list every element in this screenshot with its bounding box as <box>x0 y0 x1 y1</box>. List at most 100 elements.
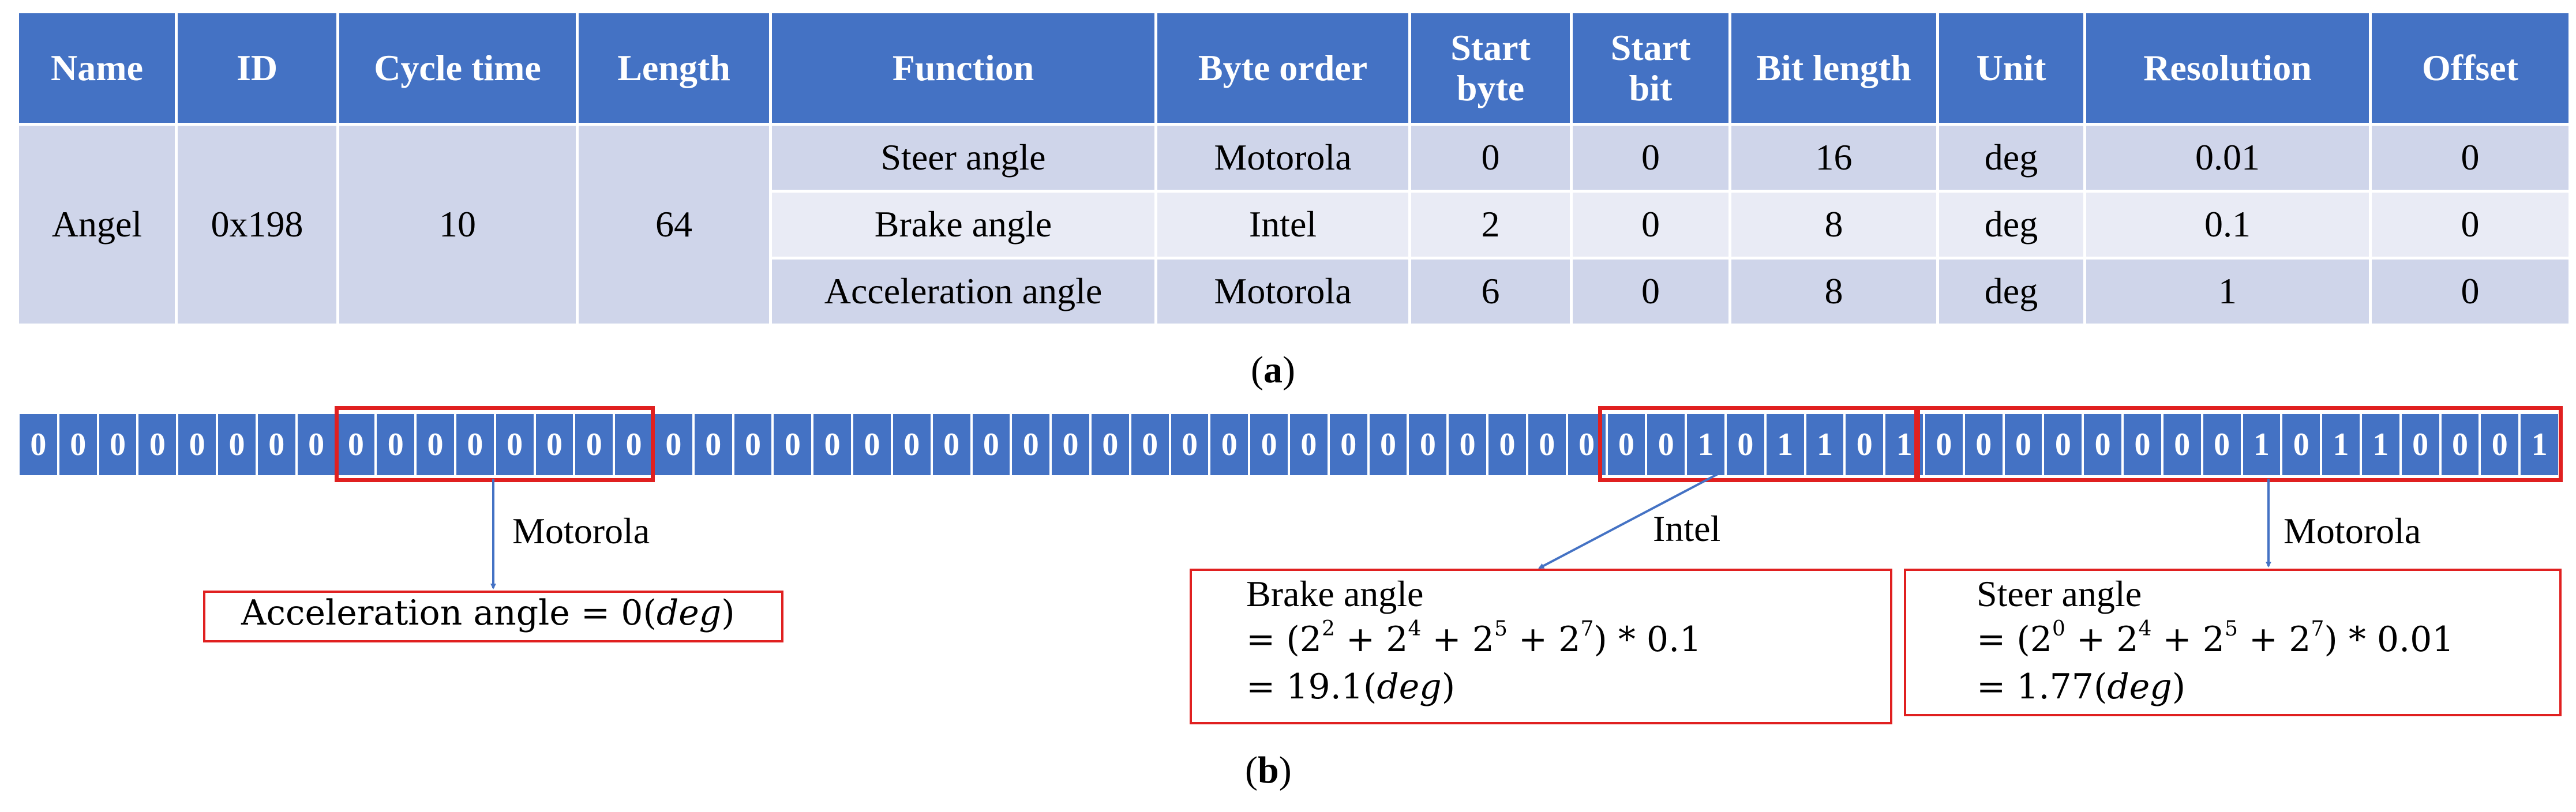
steer-title: Steer angle <box>1977 573 2142 614</box>
cell-start-bit: 0 <box>1570 123 1731 193</box>
bit-cell: 1 <box>1806 414 1846 475</box>
bit-cell: 0 <box>417 414 456 475</box>
cell-function: Steer angle <box>769 123 1157 193</box>
steer-result: = 1.77(deg) <box>1977 667 2186 707</box>
bit-cell: 0 <box>1449 414 1489 475</box>
steer-result-box <box>1904 569 2562 716</box>
bit-cell: 0 <box>178 414 219 475</box>
bit-cell: 0 <box>615 414 655 475</box>
brake-byte-order-label: Intel <box>1653 508 1721 549</box>
cell-start-bit: 0 <box>1570 190 1731 260</box>
caption-a: (a) <box>1251 349 1295 391</box>
bit-cell: 0 <box>1488 414 1528 475</box>
header-offset: Offset <box>2369 10 2571 126</box>
bit-cell: 0 <box>218 414 258 475</box>
cell-unit: deg <box>1936 190 2086 260</box>
table-row: Angel 0x198 10 64 Steer angle Motorola 0… <box>16 123 2571 326</box>
bit-cell: 0 <box>2084 414 2124 475</box>
brake-result: = 19.1(deg) <box>1246 667 1456 707</box>
bit-cell: 0 <box>932 414 973 475</box>
bit-cell: 0 <box>1528 414 1568 475</box>
cell-resolution: 1 <box>2083 257 2372 326</box>
bit-cell: 0 <box>813 414 854 475</box>
bit-cell: 0 <box>1607 414 1648 475</box>
bit-cell: 0 <box>1329 414 1370 475</box>
cell-resolution: 0.1 <box>2083 190 2372 260</box>
can-signal-table: Name ID Cycle time Length Function Byte … <box>16 10 2571 326</box>
header-id: ID <box>175 10 339 126</box>
bit-cell: 1 <box>2521 414 2558 475</box>
bit-cell: 0 <box>297 414 338 475</box>
header-unit: Unit <box>1936 10 2086 126</box>
bit-cell: 0 <box>99 414 139 475</box>
cell-function: Acceleration angle <box>769 257 1157 326</box>
steer-byte-order-label: Motorola <box>2283 510 2421 551</box>
brake-title: Brake angle <box>1246 573 1424 614</box>
acceleration-byte-highlight <box>335 406 655 482</box>
bit-cell: 0 <box>1290 414 1330 475</box>
cell-start-byte: 6 <box>1408 257 1573 326</box>
cell-bit-length: 16 <box>1728 123 1939 193</box>
cell-start-byte: 2 <box>1408 190 1573 260</box>
bit-cell: 0 <box>377 414 417 475</box>
bit-cell: 0 <box>1250 414 1290 475</box>
cell-bit-length: 8 <box>1728 257 1939 326</box>
header-byte-order: Byte order <box>1154 10 1411 126</box>
bit-cell: 0 <box>1171 414 1211 475</box>
cell-resolution: 0.01 <box>2083 123 2372 193</box>
cell-start-byte: 0 <box>1408 123 1573 193</box>
bit-cell: 1 <box>1687 414 1727 475</box>
header-start-byte: Start byte <box>1408 10 1573 126</box>
cell-unit: deg <box>1936 123 2086 193</box>
bit-cell: 0 <box>2044 414 2084 475</box>
cell-byte-order: Motorola <box>1154 257 1411 326</box>
table-row: Brake angle Intel 2 0 8 deg 0.1 0 <box>18 190 2571 260</box>
cell-name: Angel <box>16 123 178 326</box>
cell-cycle-time: 10 <box>336 123 579 326</box>
bit-cell: 0 <box>2163 414 2203 475</box>
cell-unit: deg <box>1936 257 2086 326</box>
bit-cell: 0 <box>2203 414 2243 475</box>
cell-offset: 0 <box>2369 190 2571 260</box>
bit-cell: 0 <box>2124 414 2163 475</box>
steer-formula: = (20 + 24 + 25 + 27) * 0.01 <box>1977 617 2454 660</box>
bit-cell: 1 <box>1766 414 1806 475</box>
bit-cell: 0 <box>1647 414 1688 475</box>
bit-cell: 0 <box>456 414 496 475</box>
bit-cell: 0 <box>496 414 536 475</box>
bit-cell: 0 <box>1131 414 1171 475</box>
cell-byte-order: Motorola <box>1154 123 1411 193</box>
acceleration-result-box <box>203 591 783 642</box>
bit-cell: 1 <box>2322 414 2362 475</box>
bit-cell: 1 <box>2243 414 2283 475</box>
table-header-row: Name ID Cycle time Length Function Byte … <box>16 10 2571 126</box>
caption-b-letter: b <box>1257 749 1279 791</box>
steer-bytes-highlight <box>1916 406 2563 482</box>
bit-cell: 0 <box>59 414 99 475</box>
cell-start-bit: 0 <box>1570 257 1731 326</box>
bit-cell: 0 <box>1726 414 1767 475</box>
cell-offset: 0 <box>2369 123 2571 193</box>
bit-cell: 0 <box>138 414 179 475</box>
bit-cell: 0 <box>575 414 616 475</box>
caption-b: (b) <box>1245 749 1292 791</box>
bit-cell: 0 <box>694 414 734 475</box>
table-row: Acceleration angle Motorola 6 0 8 deg 1 … <box>18 257 2571 326</box>
bit-cell: 0 <box>1369 414 1409 475</box>
bit-cell: 0 <box>2441 414 2481 475</box>
bit-cell: 0 <box>734 414 774 475</box>
bit-cell: 0 <box>853 414 893 475</box>
bit-cell: 0 <box>972 414 1013 475</box>
bit-cell: 0 <box>2282 414 2323 475</box>
bit-cell: 0 <box>2401 414 2442 475</box>
bit-cell: 0 <box>1409 414 1449 475</box>
bit-cell: 0 <box>1091 414 1131 475</box>
header-resolution: Resolution <box>2083 10 2372 126</box>
header-length: Length <box>576 10 772 126</box>
bit-cell: 0 <box>337 414 377 475</box>
bit-cell: 0 <box>535 414 576 475</box>
bit-cell: 0 <box>774 414 814 475</box>
header-start-bit: Start bit <box>1570 10 1731 126</box>
